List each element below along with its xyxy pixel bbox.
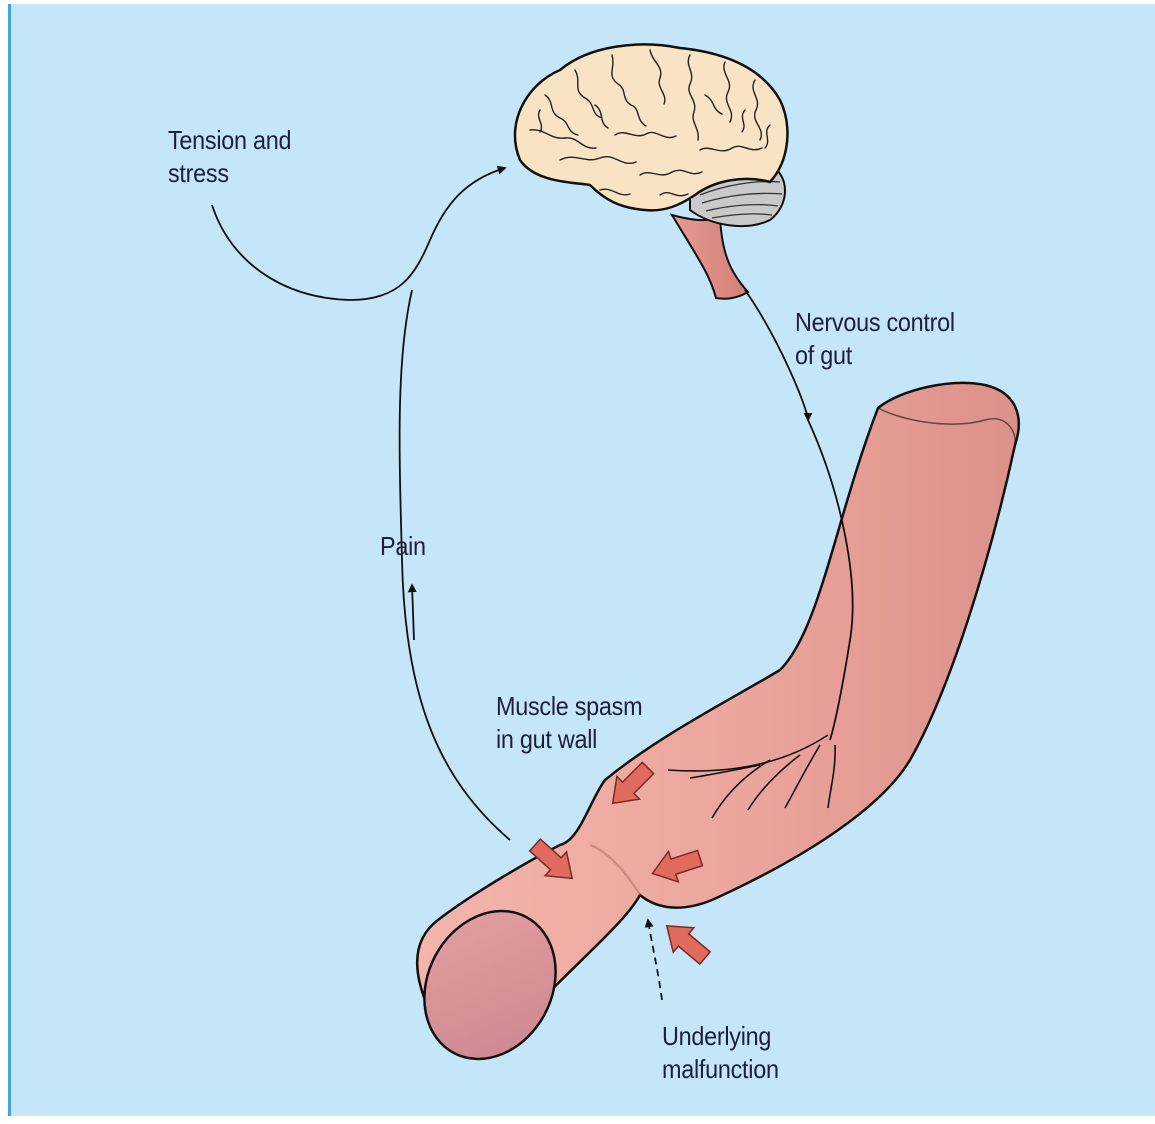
gut-tube — [399, 383, 1019, 1082]
brain — [515, 44, 787, 298]
label-tension-and-stress: Tension and stress — [168, 124, 291, 190]
brainstem — [672, 215, 748, 299]
arrow-pain-head — [412, 585, 414, 640]
label-pain: Pain — [380, 530, 426, 563]
arrow-malfunction — [648, 920, 662, 1000]
label-nervous-control: Nervous control of gut — [795, 306, 955, 372]
label-underlying-malfunction: Underlying malfunction — [662, 1020, 779, 1086]
arrow-pain-up — [400, 290, 510, 840]
label-muscle-spasm: Muscle spasm in gut wall — [496, 690, 642, 756]
red-arrow-4 — [656, 914, 715, 971]
